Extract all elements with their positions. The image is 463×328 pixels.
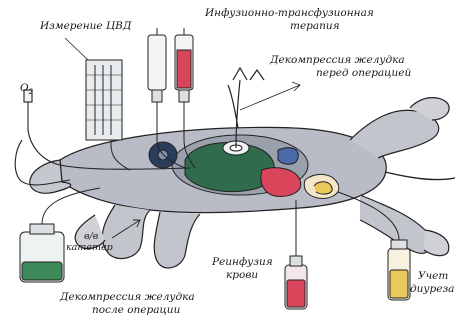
decompression-post-label-line2: после операции [92,304,180,316]
decompression-pre-label-line2: перед операцией [316,67,411,79]
diuresis-label-line1: Учет [418,270,448,282]
reinfusion-label-line2: крови [226,269,258,281]
cvp-label: Измерение ЦВД [40,20,131,32]
cvp-leader [65,38,88,60]
infusion-label-line1: Инфузионно-трансфузионная [205,7,374,19]
decompression-post-label-line1: Декомпрессия желудка [60,291,195,303]
catheter-label-line2: катетер [66,243,113,253]
catheter-label-line1: в/в [84,232,98,242]
oxygen-label: O2 [20,82,33,98]
diuresis-bottle [338,192,410,300]
reinfusion-bottle [285,200,307,309]
reinfusion-label-line1: Реинфузия [212,256,273,268]
decompression-pre-label-line1: Декомпрессия желудка [270,54,405,66]
diuresis-label-line2: диуреза [410,283,454,295]
infusion-label-line2: терапия [290,20,340,32]
